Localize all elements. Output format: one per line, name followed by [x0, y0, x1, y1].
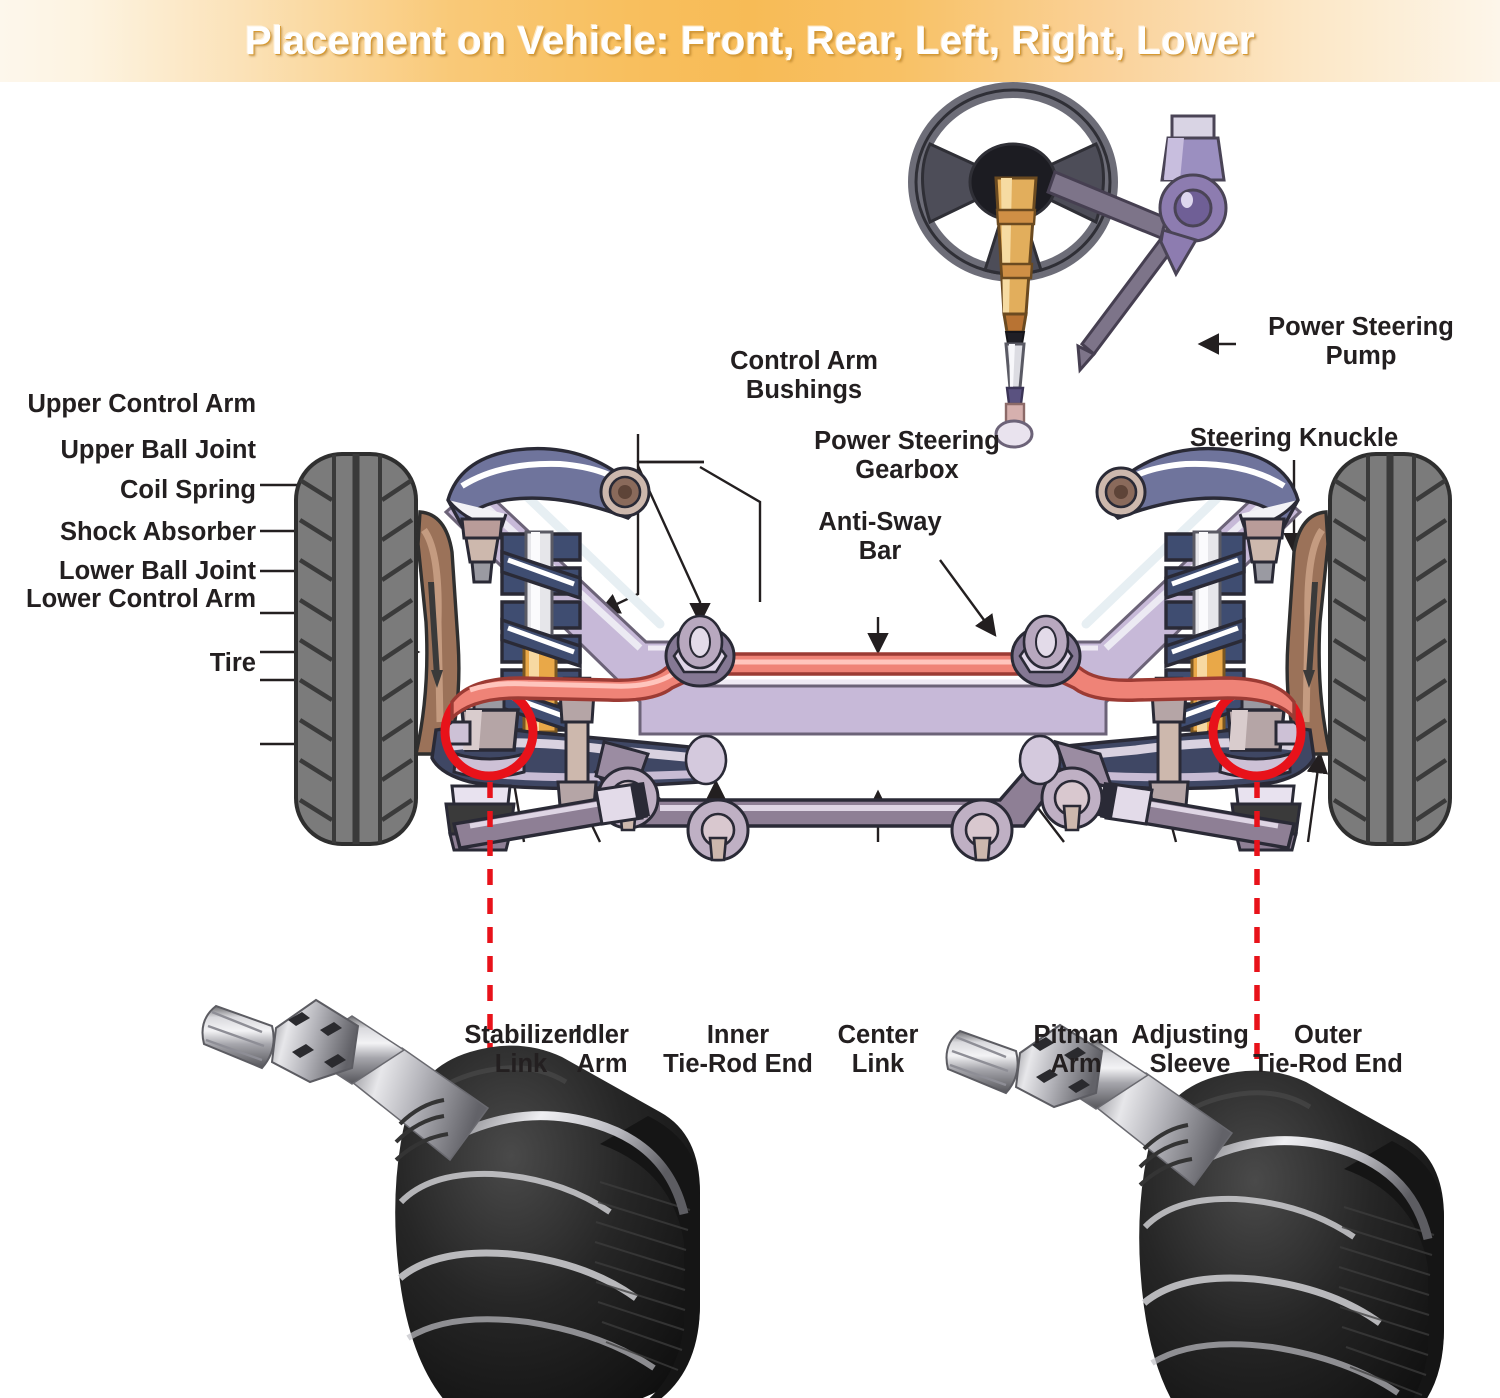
label-power-steering-pump-line1: Power Steering: [1268, 313, 1454, 341]
label-shock-absorber: Shock Absorber: [59, 518, 256, 546]
header-banner: Placement on Vehicle: Front, Rear, Left,…: [0, 0, 1500, 82]
label-pitman-arm-line2: Arm: [1050, 1050, 1102, 1078]
steering-shaft-arm: [1046, 170, 1181, 374]
label-idler-arm-line2: Arm: [576, 1050, 628, 1078]
label-adjusting-sleeve-line1: Adjusting: [1131, 1021, 1249, 1049]
label-center-link-line1: Center: [837, 1021, 919, 1049]
steering-linkage: [451, 739, 1297, 862]
lower-ball-joint-photo-left: [201, 998, 700, 1398]
label-lower-control-arm: Lower Control Arm: [26, 585, 256, 613]
power-steering-pump: [1158, 114, 1228, 278]
label-stabilizer-link-line2: Link: [494, 1050, 548, 1078]
steering-column: [994, 176, 1038, 449]
control-arm-bushings-parts: [676, 614, 1070, 786]
label-tire: Tire: [209, 649, 256, 677]
label-power-steering-pump-line2: Pump: [1325, 342, 1397, 370]
label-steering-knuckle: Steering Knuckle: [1189, 424, 1399, 452]
label-upper-ball-joint: Upper Ball Joint: [60, 436, 256, 464]
suspension-diagram-svg: [201, 82, 1452, 1398]
tire-right: [1328, 452, 1452, 846]
label-upper-control-arm: Upper Control Arm: [27, 390, 256, 418]
label-outer-tie-rod-end-line2: Tie-Rod End: [1253, 1050, 1403, 1078]
label-power-steering-gearbox-line2: Gearbox: [855, 456, 959, 484]
lower-ball-joint-photo-right: [945, 1023, 1444, 1398]
label-anti-sway-bar-line1: Anti-Sway: [818, 508, 942, 536]
label-control-arm-bushings-line1: Control Arm: [730, 347, 878, 375]
label-pitman-arm-line1: Pitman: [1033, 1021, 1119, 1049]
label-anti-sway-bar-line2: Bar: [858, 537, 902, 565]
label-power-steering-gearbox-line1: Power Steering: [814, 427, 1000, 455]
anti-sway-bar: [450, 652, 1296, 723]
label-center-link-line2: Link: [851, 1050, 905, 1078]
label-outer-tie-rod-end-line1: Outer: [1293, 1021, 1362, 1049]
label-lower-ball-joint: Lower Ball Joint: [59, 557, 256, 585]
label-inner-tie-rod-end-line1: Inner: [706, 1021, 770, 1049]
page-title: Placement on Vehicle: Front, Rear, Left,…: [245, 18, 1255, 63]
label-control-arm-bushings-line2: Bushings: [745, 376, 863, 404]
label-coil-spring: Coil Spring: [120, 476, 256, 504]
label-stabilizer-link-line1: Stabilizer: [464, 1021, 578, 1049]
label-idler-arm-line1: Idler: [575, 1021, 629, 1049]
label-adjusting-sleeve-line2: Sleeve: [1149, 1050, 1231, 1078]
label-inner-tie-rod-end-line2: Tie-Rod End: [663, 1050, 813, 1078]
tire-left: [294, 452, 418, 846]
diagram-stage: Upper Control Arm Upper Ball Joint Coil …: [0, 82, 1500, 1398]
